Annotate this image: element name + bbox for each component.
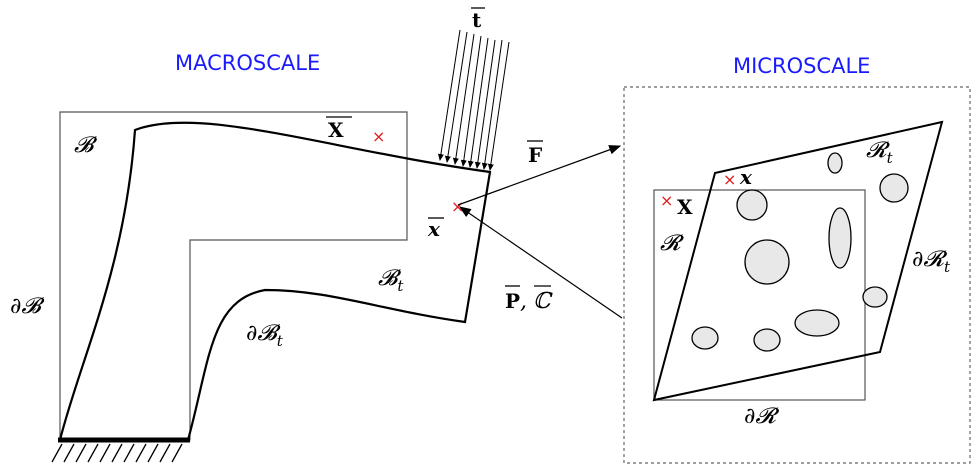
deformed-body-outline — [58, 121, 492, 442]
micro-point-X-label: X — [677, 195, 693, 219]
reference-boundary-label: ∂𝓑 — [10, 294, 45, 319]
rve-current-boundary-label: ∂𝓡t — [912, 247, 951, 276]
microscale-title: MICROSCALE — [733, 54, 870, 78]
micro-point-x-label: x — [739, 165, 753, 189]
current-body-label: 𝓑t — [378, 266, 404, 295]
stress-return-arrow — [459, 206, 623, 319]
inclusion — [879, 173, 909, 203]
stress-tangent-label: P,ℂ — [505, 289, 553, 314]
microscale-window — [623, 86, 971, 464]
def-grad-label: F — [528, 143, 542, 167]
inclusion — [862, 286, 888, 308]
macroscale-title: MACROSCALE — [175, 51, 320, 75]
macro-point-x-label: x — [427, 217, 441, 241]
rve-deformed-outline — [652, 120, 944, 402]
micro-point-X-marker: × — [660, 191, 673, 210]
macro-point-X-marker: × — [372, 127, 385, 146]
inclusion — [828, 207, 852, 269]
macro-point-x-marker: × — [451, 197, 464, 216]
inclusion — [794, 309, 840, 337]
current-boundary-label: ∂𝓑t — [246, 321, 284, 350]
reference-body-label: 𝓑 — [74, 133, 98, 158]
macro-point-X-label: X — [328, 118, 344, 142]
rve-reference-boundary-label: ∂𝓡 — [744, 404, 779, 429]
inclusion — [753, 328, 781, 352]
traction-label: t — [472, 8, 482, 32]
inclusion — [744, 239, 790, 285]
reference-body-outline — [59, 111, 408, 441]
deformation-gradient-arrow — [457, 145, 622, 206]
inclusion — [691, 326, 719, 350]
inclusion — [736, 189, 768, 221]
inclusion — [827, 152, 843, 174]
micro-point-x-marker: × — [723, 170, 736, 189]
rve-reference-label: 𝓡 — [660, 231, 684, 256]
inclusions — [691, 152, 909, 352]
rve-current-label: 𝓡t — [866, 138, 894, 167]
traction-arrows — [437, 29, 510, 171]
fixed-support-hatching — [51, 443, 183, 463]
